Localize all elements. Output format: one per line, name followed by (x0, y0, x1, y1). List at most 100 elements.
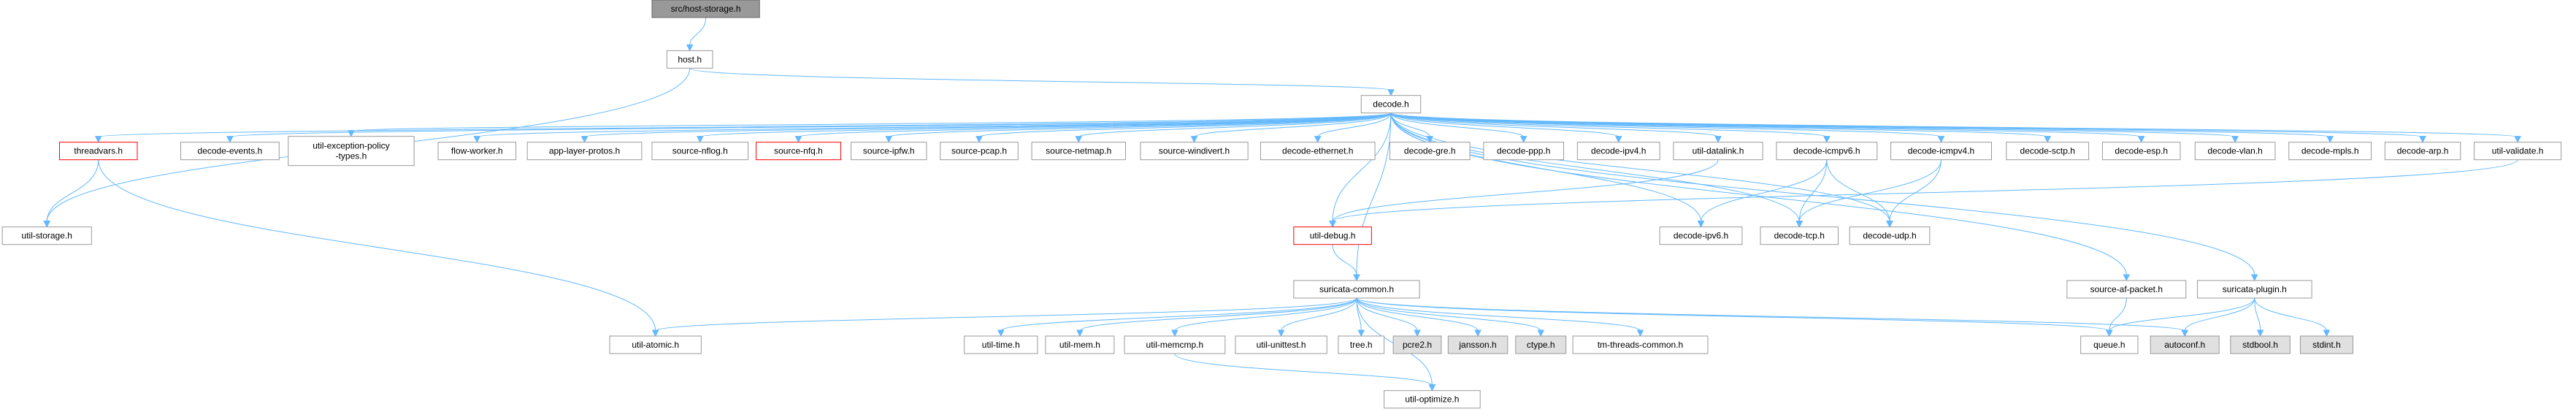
node-decode-ipv4[interactable]: decode-ipv4.h (1576, 142, 1660, 161)
arrowhead (2231, 136, 2239, 143)
node-source-nflog[interactable]: source-nflog.h (651, 142, 749, 161)
edge-suricata-plugin-to-stdint (2254, 297, 2327, 332)
node-label: util-datalink.h (1693, 146, 1744, 156)
node-label: decode-esp.h (2115, 146, 2168, 156)
node-source-pcap[interactable]: source-pcap.h (940, 142, 1019, 161)
arrowhead (2106, 329, 2113, 337)
node-source-windivert[interactable]: source-windivert.h (1140, 142, 1249, 161)
arrowhead (2514, 136, 2521, 143)
node-suricata-common[interactable]: suricata-common.h (1293, 280, 1420, 299)
edge-decode-to-decode-esp (1390, 112, 2142, 138)
node-label: source-netmap.h (1046, 146, 1111, 156)
node-label: source-nflog.h (672, 146, 728, 156)
node-label: source-windivert.h (1159, 146, 1230, 156)
node-util-datalink[interactable]: util-datalink.h (1673, 142, 1763, 161)
node-decode-sctp[interactable]: decode-sctp.h (2006, 142, 2090, 161)
node-decode-arp[interactable]: decode-arp.h (2384, 142, 2461, 161)
node-box (2080, 335, 2139, 354)
node-util-optimize[interactable]: util-optimize.h (1384, 390, 1481, 409)
node-decode-ipv6[interactable]: decode-ipv6.h (1659, 226, 1743, 245)
node-util-mem[interactable]: util-mem.h (1045, 335, 1115, 354)
node-decode-mpls[interactable]: decode-mpls.h (2288, 142, 2372, 161)
node-util-storage[interactable]: util-storage.h (1, 226, 92, 245)
node-label: decode.h (1373, 99, 1408, 110)
node-box (651, 142, 749, 161)
node-decode-ethernet[interactable]: decode-ethernet.h (1260, 142, 1376, 161)
edge-decode-to-decode-ipv4 (1390, 112, 1619, 138)
arrowhead (2323, 329, 2331, 337)
node-label: decode-sctp.h (2020, 146, 2075, 156)
edge-decode-to-source-nfq (797, 112, 1392, 138)
node-util-unittest[interactable]: util-unittest.h (1235, 335, 1327, 354)
node-decode-icmpv4[interactable]: decode-icmpv4.h (1890, 142, 1992, 161)
node-label: util-mem.h (1059, 340, 1100, 350)
node-source-ipfw[interactable]: source-ipfw.h (851, 142, 927, 161)
node-label: util-time.h (982, 340, 1020, 350)
node-source-nfq[interactable]: source-nfq.h (756, 142, 841, 161)
node-box (2066, 280, 2187, 299)
node-decode-tcp[interactable]: decode-tcp.h (1760, 226, 1839, 245)
node-label: decode-ppp.h (1497, 146, 1550, 156)
node-decode-gre[interactable]: decode-gre.h (1389, 142, 1471, 161)
node-decode-icmpv6[interactable]: decode-icmpv6.h (1776, 142, 1878, 161)
node-host[interactable]: host.h (666, 50, 713, 69)
node-tm-threads-common[interactable]: tm-threads-common.h (1572, 335, 1709, 354)
node-tree[interactable]: tree.h (1338, 335, 1385, 354)
node-stdint: stdint.h (2299, 335, 2354, 354)
node-util-validate[interactable]: util-validate.h (2474, 142, 2562, 161)
node-label: decode-arp.h (2397, 146, 2449, 156)
node-stdbool: stdbool.h (2230, 335, 2291, 354)
edge-suricata-plugin-to-stdbool (2254, 297, 2261, 332)
node-flow-worker[interactable]: flow-worker.h (437, 142, 517, 161)
node-label: stdbool.h (2242, 340, 2278, 350)
arrowhead (2181, 329, 2189, 337)
node-util-atomic[interactable]: util-atomic.h (609, 335, 702, 354)
node-decode[interactable]: decode.h (1360, 95, 1422, 114)
edge-suricata-common-to-autoconf (1356, 297, 2185, 332)
node-decode-ppp[interactable]: decode-ppp.h (1483, 142, 1565, 161)
node-queue[interactable]: queue.h (2080, 335, 2139, 354)
arrowhead (1387, 89, 1395, 96)
arrowhead (2044, 136, 2052, 143)
node-label: tree.h (1350, 340, 1373, 350)
node-box (1447, 335, 1509, 354)
node-box (2150, 335, 2220, 354)
node-app-layer-protos[interactable]: app-layer-protos.h (526, 142, 643, 161)
edge-decode-icmpv6-to-decode-udp (1826, 159, 1890, 222)
arrowhead (997, 329, 1005, 337)
node-ctype: ctype.h (1515, 335, 1567, 354)
arrowhead (473, 136, 481, 143)
node-util-time[interactable]: util-time.h (964, 335, 1038, 354)
node-decode-vlan[interactable]: decode-vlan.h (2194, 142, 2276, 161)
node-util-debug[interactable]: util-debug.h (1293, 226, 1372, 245)
node-label: tm-threads-common.h (1598, 340, 1683, 350)
node-box (1389, 142, 1471, 161)
node-source-af-packet[interactable]: source-af-packet.h (2066, 280, 2187, 299)
edges-layer (43, 17, 2521, 392)
node-box (2194, 142, 2276, 161)
node-source-netmap[interactable]: source-netmap.h (1031, 142, 1127, 161)
node-label: src/host-storage.h (671, 4, 741, 14)
node-jansson: jansson.h (1447, 335, 1509, 354)
edge-decode-to-util-exception-policy-types (350, 112, 1392, 132)
node-box (1384, 390, 1481, 409)
node-box (2299, 335, 2354, 354)
node-threadvars[interactable]: threadvars.h (58, 142, 138, 161)
edge-decode-to-decode-ppp (1390, 112, 1525, 138)
node-box (2101, 142, 2181, 161)
node-util-memcmp[interactable]: util-memcmp.h (1124, 335, 1226, 354)
node-suricata-plugin[interactable]: suricata-plugin.h (2196, 280, 2312, 299)
edge-decode-icmpv6-to-decode-ipv6 (1701, 159, 1828, 222)
node-util-exception-policy-types[interactable]: util-exception-policy-types.h (288, 136, 415, 167)
node-box (2196, 280, 2312, 299)
node-label: decode-tcp.h (1774, 231, 1825, 241)
node-decode-esp[interactable]: decode-esp.h (2101, 142, 2181, 161)
node-label: decode-events.h (198, 146, 263, 156)
arrowhead (348, 130, 355, 137)
edge-decode-icmpv6-to-decode-tcp (1798, 159, 1828, 222)
node-decode-udp[interactable]: decode-udp.h (1849, 226, 1931, 245)
edge-suricata-common-to-ctype (1356, 297, 1541, 332)
edge-suricata-common-to-util-atomic (655, 297, 1357, 332)
node-decode-events[interactable]: decode-events.h (180, 142, 280, 161)
